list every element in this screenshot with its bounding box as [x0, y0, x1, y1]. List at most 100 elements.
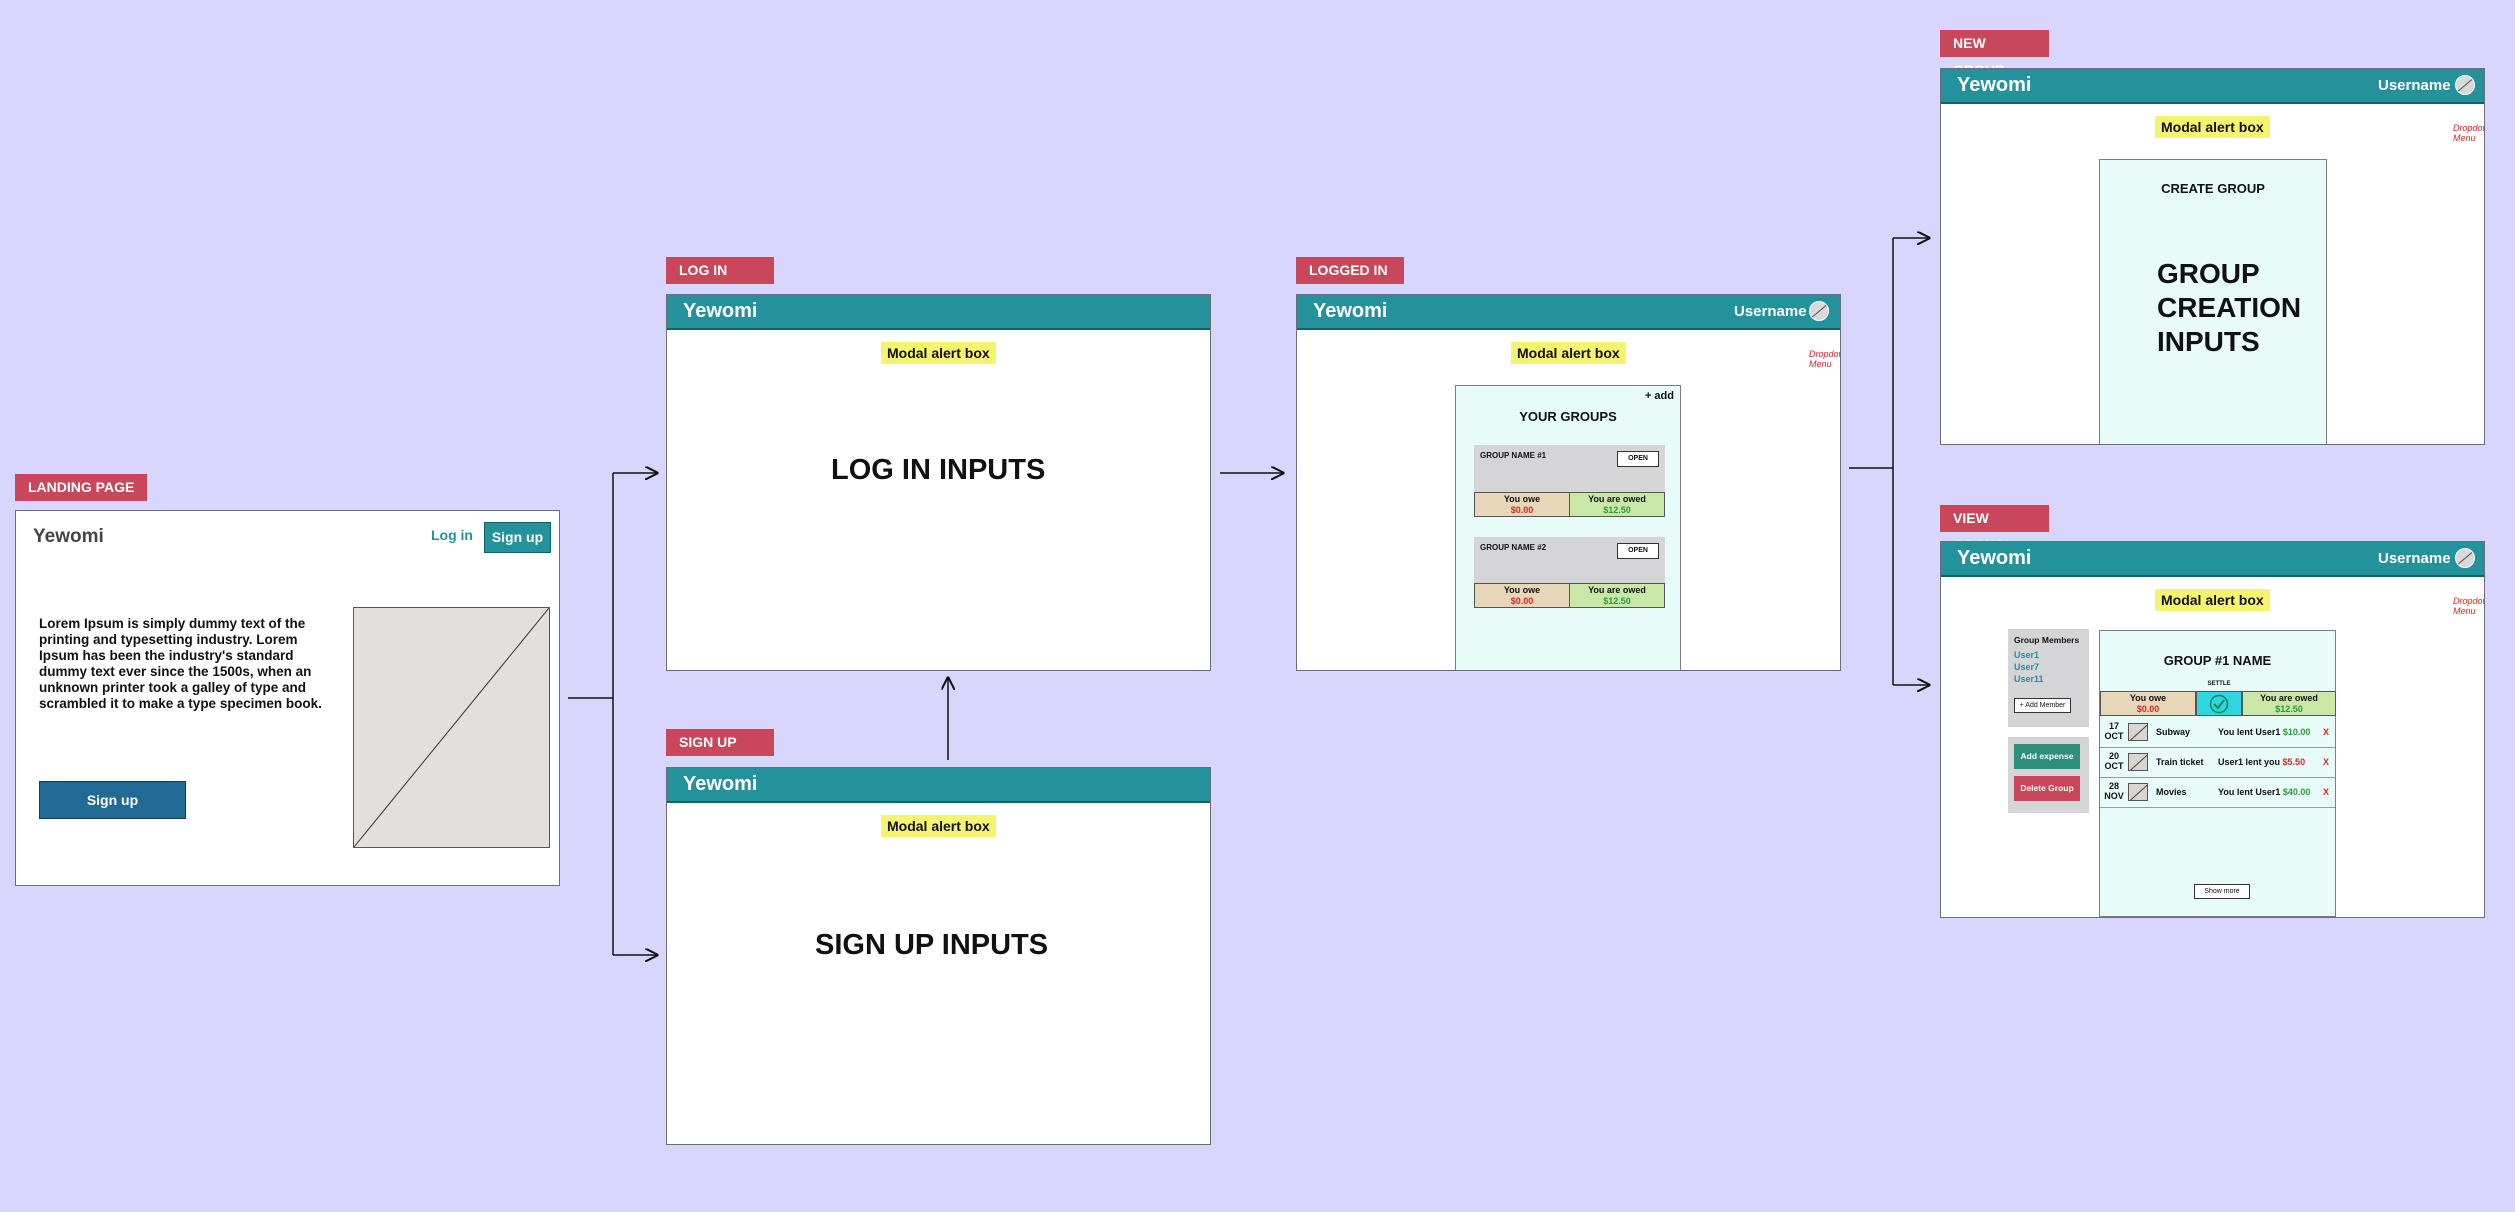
you-owe-box: You owe $0.00: [2100, 691, 2196, 716]
group-members-title: Group Members: [2014, 635, 2080, 645]
expense-image-placeholder: [2128, 723, 2148, 741]
you-owe-label: You owe: [2129, 693, 2167, 703]
dropdown-menu-note: Dropdown Menu: [2453, 123, 2484, 143]
group-name: GROUP NAME #2: [1480, 543, 1547, 552]
remove-expense-button[interactable]: X: [2322, 727, 2329, 737]
username-label[interactable]: Username: [1734, 303, 1807, 320]
group-creation-inputs-placeholder: GROUP CREATION INPUTS: [2157, 258, 2302, 357]
username-label[interactable]: Username: [2378, 77, 2451, 94]
add-group-button[interactable]: + add: [1644, 390, 1674, 402]
signup-frame: Yewomi Modal alert box SIGN UP INPUTS: [666, 767, 1211, 1145]
brand-logo: Yewomi: [1313, 300, 1388, 322]
avatar-icon[interactable]: [2455, 548, 2475, 568]
landing-page-frame: Yewomi Log in Sign up Lorem Ipsum is sim…: [15, 510, 560, 886]
brand-logo: Yewomi: [683, 773, 758, 795]
you-are-owed-value: $12.50: [1603, 505, 1631, 515]
app-header: Yewomi Username: [1297, 295, 1840, 330]
landing-signup-button[interactable]: Sign up: [39, 781, 186, 819]
you-owe-box: You owe $0.00: [1474, 583, 1570, 608]
avatar-icon[interactable]: [2455, 75, 2475, 95]
member-link[interactable]: User1: [2014, 650, 2040, 660]
dropdown-menu-note: Dropdown Menu: [2453, 596, 2484, 616]
modal-alert-box: Modal alert box: [881, 815, 996, 837]
you-are-owed-box: You are owed $12.50: [1569, 583, 1665, 608]
you-owe-label: You owe: [1503, 494, 1541, 504]
connector-to-login: [612, 473, 657, 955]
hero-image-placeholder: [353, 607, 550, 848]
login-tag: LOG IN: [666, 257, 774, 284]
member-link[interactable]: User11: [2014, 674, 2044, 684]
expense-name: Movies: [2156, 787, 2187, 797]
delete-group-button[interactable]: Delete Group: [2014, 776, 2080, 801]
new-group-tag: NEW GROUP: [1940, 30, 2049, 78]
you-owe-box: You owe $0.00: [1474, 492, 1570, 517]
group-actions-box: Add expense Delete Group: [2008, 737, 2089, 813]
open-group-button[interactable]: OPEN: [1617, 451, 1659, 467]
landing-body-text: Lorem Ipsum is simply dummy text of the …: [39, 616, 322, 711]
remove-expense-button[interactable]: X: [2322, 757, 2329, 767]
login-frame: Yewomi Modal alert box LOG IN INPUTS: [666, 294, 1211, 671]
group-title: GROUP #1 NAME: [2163, 653, 2272, 668]
expense-description: User1 lent you $5.50: [2218, 757, 2306, 767]
login-inputs-placeholder: LOG IN INPUTS: [831, 454, 1046, 486]
signup-tag: SIGN UP: [666, 729, 774, 756]
show-more-button[interactable]: Show more: [2194, 884, 2250, 899]
group-card: GROUP NAME #2 OPEN: [1474, 537, 1665, 583]
you-owe-value: $0.00: [1510, 505, 1534, 515]
create-group-panel: CREATE GROUP GROUP CREATION INPUTS: [2099, 159, 2327, 444]
settle-label: SETTLE: [2207, 681, 2231, 687]
your-groups-panel: + add YOUR GROUPS GROUP NAME #1 OPEN You…: [1455, 385, 1681, 670]
signup-nav-button[interactable]: Sign up: [484, 522, 551, 553]
modal-alert-box: Modal alert box: [881, 342, 996, 364]
dropdown-menu-note: Dropdown Menu: [1809, 349, 1840, 369]
add-expense-button[interactable]: Add expense: [2014, 744, 2080, 769]
expense-name: Train ticket: [2156, 757, 2204, 767]
you-are-owed-label: You are owed: [1588, 585, 1646, 595]
you-are-owed-box: You are owed $12.50: [2242, 691, 2336, 716]
app-header: Yewomi: [667, 768, 1210, 803]
avatar-icon[interactable]: [1809, 301, 1829, 321]
app-header: Yewomi Username: [1941, 69, 2484, 104]
brand-logo: Yewomi: [33, 526, 104, 547]
logged-in-tag: LOGGED IN: [1296, 257, 1404, 284]
app-header: Yewomi Username: [1941, 542, 2484, 577]
add-member-button[interactable]: + Add Member: [2014, 698, 2071, 713]
settle-button[interactable]: [2196, 691, 2242, 716]
group-card: GROUP NAME #1 OPEN: [1474, 445, 1665, 492]
you-owe-value: $0.00: [1510, 596, 1534, 606]
signup-inputs-placeholder: SIGN UP INPUTS: [815, 929, 1049, 961]
you-owe-label: You owe: [1503, 585, 1541, 595]
you-are-owed-label: You are owed: [1588, 494, 1646, 504]
you-owe-value: $0.00: [2136, 704, 2160, 714]
check-circle-icon: [2209, 694, 2229, 714]
you-are-owed-value: $12.50: [2275, 704, 2303, 714]
view-group-frame: Yewomi Username Modal alert box Dropdown…: [1940, 541, 2485, 918]
expense-description: You lent User1 $40.00: [2218, 787, 2311, 797]
create-group-title: CREATE GROUP: [2161, 181, 2265, 196]
expense-description: You lent User1 $10.00: [2218, 727, 2311, 737]
expense-name: Subway: [2156, 727, 2191, 737]
open-group-button[interactable]: OPEN: [1617, 543, 1659, 559]
expense-image-placeholder: [2128, 753, 2148, 771]
group-members-box: Group Members User1 User7 User11 + Add M…: [2008, 629, 2089, 727]
member-link[interactable]: User7: [2014, 662, 2040, 672]
you-are-owed-label: You are owed: [2260, 693, 2318, 703]
modal-alert-box: Modal alert box: [1511, 342, 1626, 364]
your-groups-title: YOUR GROUPS: [1519, 409, 1617, 424]
remove-expense-button[interactable]: X: [2322, 787, 2329, 797]
login-link[interactable]: Log in: [431, 527, 473, 543]
group-name: GROUP NAME #1: [1480, 451, 1547, 460]
username-label[interactable]: Username: [2378, 550, 2451, 567]
modal-alert-box: Modal alert box: [2155, 116, 2270, 138]
expense-image-placeholder: [2128, 783, 2148, 801]
connector-to-newgroup: [1892, 238, 1929, 685]
brand-logo: Yewomi: [1957, 547, 2032, 569]
you-are-owed-box: You are owed $12.50: [1569, 492, 1665, 517]
group-detail-panel: GROUP #1 NAME You owe $0.00 SETTLE You a…: [2099, 630, 2336, 917]
